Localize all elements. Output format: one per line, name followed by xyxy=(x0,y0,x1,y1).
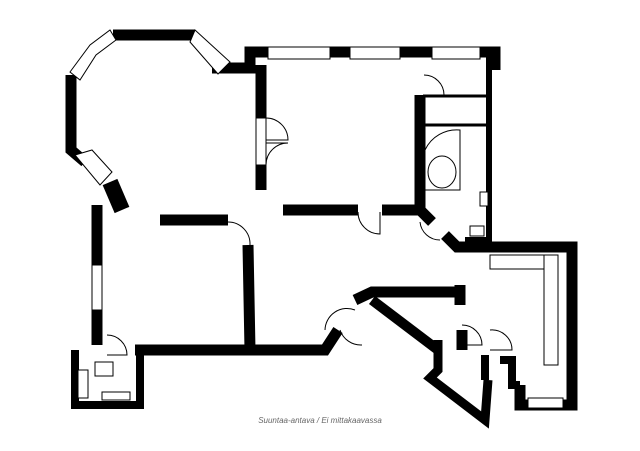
window xyxy=(431,46,481,60)
tub-basin xyxy=(427,155,457,189)
window xyxy=(69,29,117,81)
door xyxy=(265,142,289,166)
window xyxy=(349,46,401,60)
windows xyxy=(69,29,564,409)
window xyxy=(189,29,231,75)
door xyxy=(489,329,513,351)
door xyxy=(324,307,356,331)
window xyxy=(74,149,113,186)
door xyxy=(265,117,289,141)
doors xyxy=(106,74,513,356)
toilet xyxy=(94,361,114,377)
wall xyxy=(135,244,256,356)
wall xyxy=(382,95,426,216)
door xyxy=(423,74,445,96)
window xyxy=(267,46,331,60)
sink xyxy=(101,391,131,401)
door xyxy=(419,221,441,241)
wall xyxy=(441,231,578,411)
wall xyxy=(102,178,130,214)
window xyxy=(527,397,564,409)
door xyxy=(227,221,251,246)
door xyxy=(357,211,381,235)
wall xyxy=(65,75,89,167)
disclaimer-caption: Suuntaa-antava / Ei mittakaavassa xyxy=(258,416,382,425)
window xyxy=(91,264,103,311)
toilet xyxy=(469,225,485,237)
sink xyxy=(479,191,489,207)
window xyxy=(77,369,89,399)
wall xyxy=(423,340,493,429)
wall xyxy=(212,46,501,74)
wall xyxy=(416,206,436,226)
wall xyxy=(250,327,343,356)
walls xyxy=(65,29,578,429)
wall xyxy=(352,286,466,305)
kitchen-counter xyxy=(543,254,559,366)
door xyxy=(106,334,128,356)
wall xyxy=(500,356,520,389)
wall xyxy=(368,296,442,354)
door xyxy=(339,329,363,346)
window xyxy=(255,117,267,166)
fixtures xyxy=(94,129,559,401)
wall xyxy=(71,350,144,409)
wall xyxy=(465,52,492,243)
door xyxy=(461,324,483,346)
